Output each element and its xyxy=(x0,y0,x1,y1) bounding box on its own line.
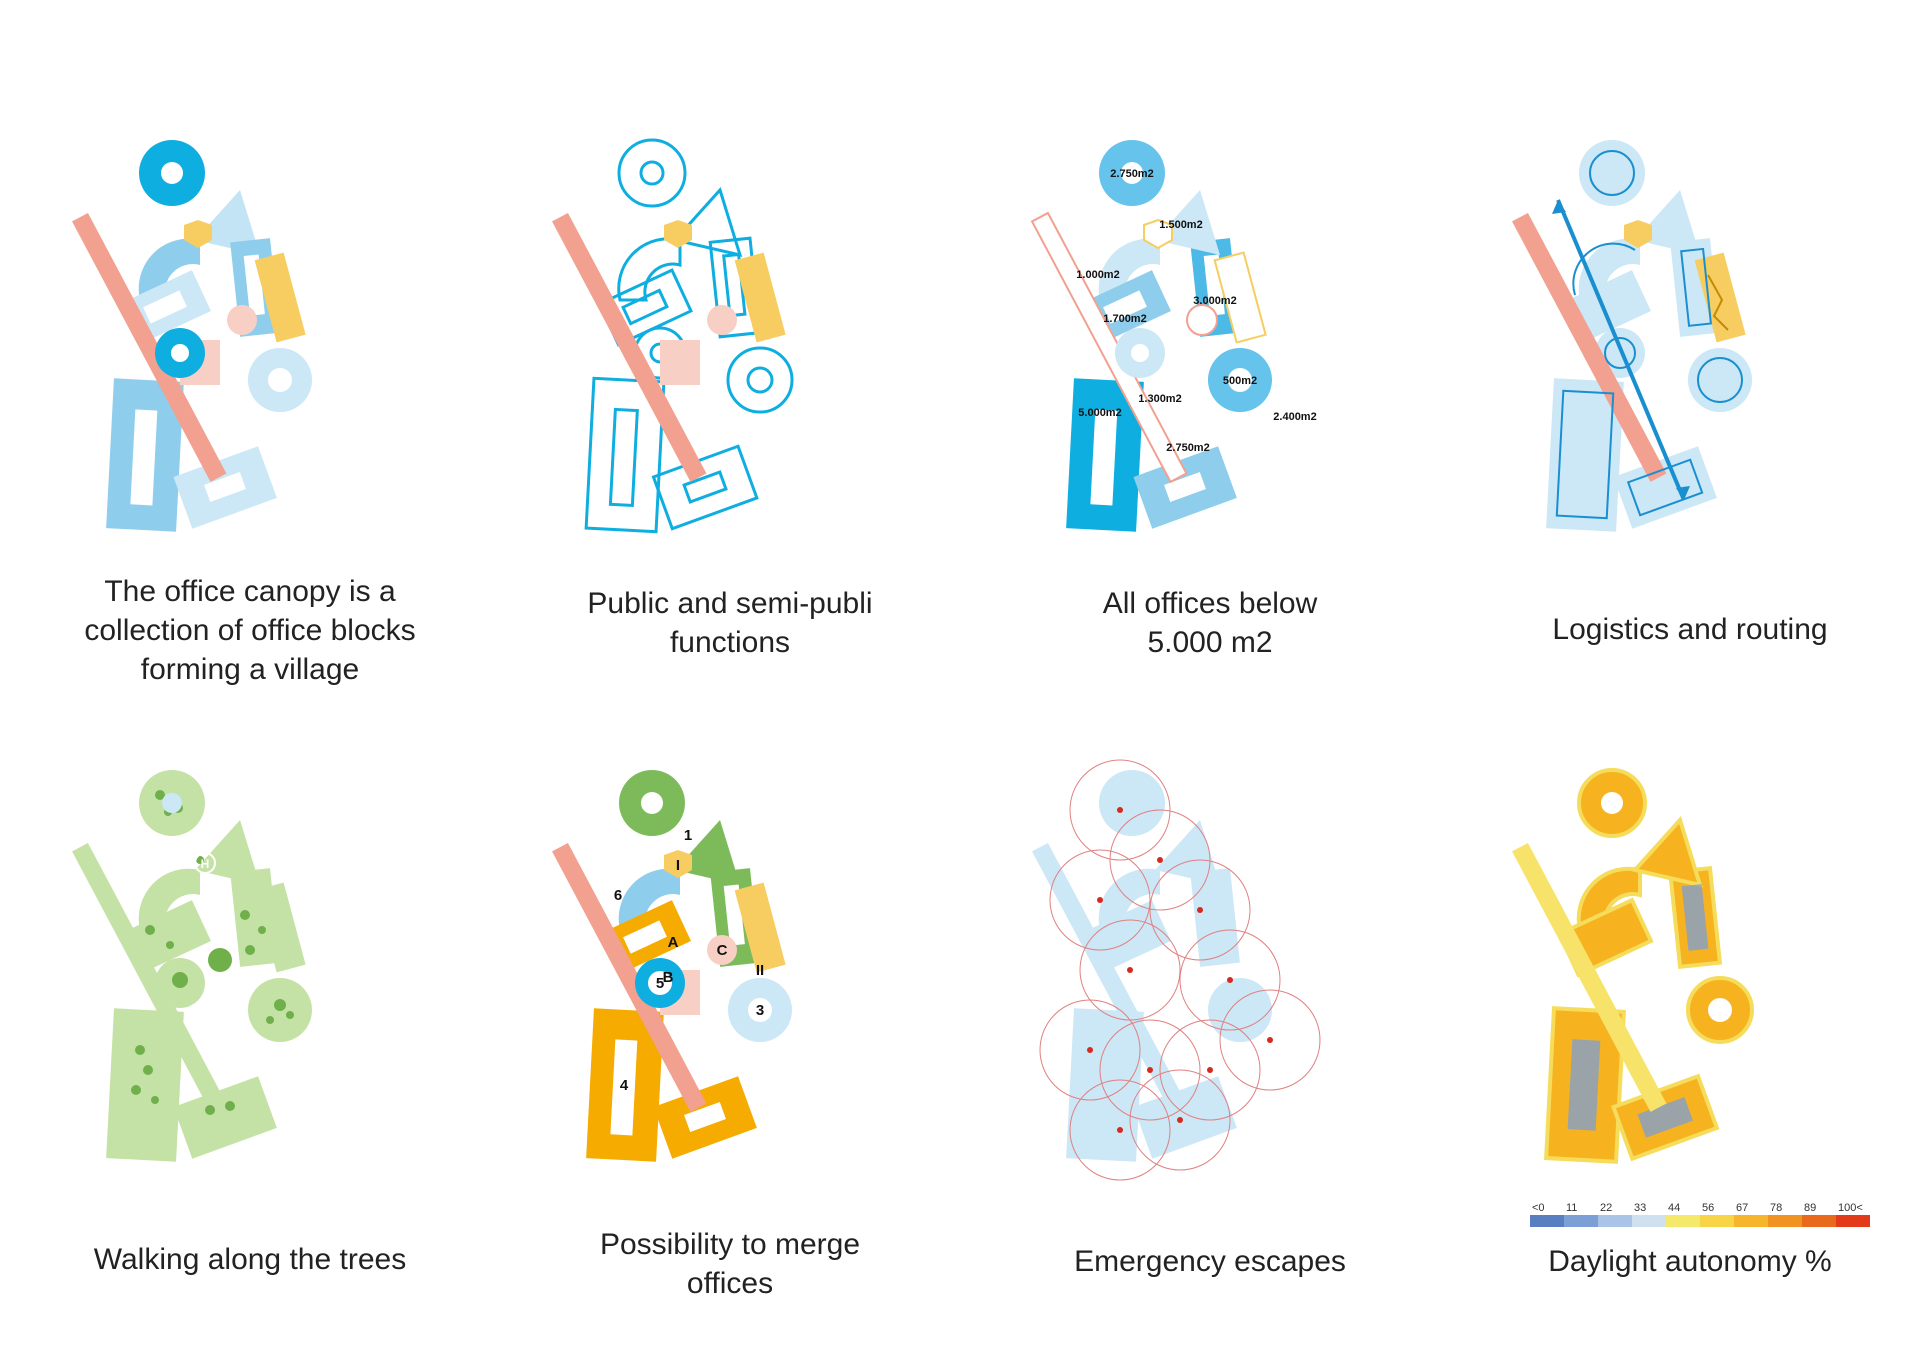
block-label: B xyxy=(663,969,674,986)
area-label: 1.300m2 xyxy=(1138,393,1181,405)
canopy-diagram xyxy=(72,140,312,532)
caption-line: All offices below xyxy=(1102,587,1318,620)
scale-swatch xyxy=(1598,1215,1632,1227)
area-label: 500m2 xyxy=(1223,375,1257,387)
caption-line: Emergency escapes xyxy=(1074,1245,1346,1278)
panel-office-areas: 2.750m2 1.500m2 1.000m2 3.000m2 1.700m2 … xyxy=(1030,120,1360,659)
daylight-scale-bar: <0 11 22 33 44 56 67 78 89 100< xyxy=(1530,1202,1870,1227)
scale-swatch xyxy=(1564,1215,1598,1227)
scale-tick-label: 22 xyxy=(1600,1202,1612,1214)
daylight-legend: <0 11 22 33 44 56 67 78 89 100< xyxy=(1530,1202,1870,1227)
block-label: 6 xyxy=(614,887,622,904)
area-label: 5.000m2 xyxy=(1078,407,1121,419)
scale-swatch xyxy=(1632,1215,1666,1227)
caption-public-functions: Public and semi-publi functions xyxy=(520,584,940,662)
scale-tick-label: 67 xyxy=(1736,1202,1748,1214)
scale-tick-label: 44 xyxy=(1668,1202,1680,1214)
area-label: 1.700m2 xyxy=(1103,313,1146,325)
caption-line: Daylight autonomy % xyxy=(1548,1245,1832,1278)
block-label: A xyxy=(668,934,679,951)
logistics-diagram xyxy=(1512,140,1752,532)
caption-line: Possibility to merge xyxy=(599,1228,861,1261)
block-label: 1 xyxy=(684,827,692,844)
scale-swatch xyxy=(1734,1215,1768,1227)
block-label: 5 xyxy=(656,975,664,992)
block-label: II xyxy=(756,962,764,979)
scale-tick-label: <0 xyxy=(1532,1202,1545,1214)
caption-office-areas: All offices below 5.000 m2 xyxy=(1000,584,1420,662)
daylight-diagram: <0 11 22 33 44 56 67 78 89 100< xyxy=(1512,768,1870,1227)
caption-logistics: Logistics and routing xyxy=(1480,610,1900,649)
scale-tick-label: 100< xyxy=(1838,1202,1863,1214)
caption-line: 5.000 m2 xyxy=(1147,626,1273,659)
area-label: 1.000m2 xyxy=(1076,269,1119,281)
caption-line: Walking along the trees xyxy=(93,1243,407,1276)
caption-emergency-escapes: Emergency escapes xyxy=(1000,1242,1420,1281)
panel-public-functions: Public and semi-publi functions xyxy=(552,120,880,659)
caption-line: The office canopy is a xyxy=(104,575,396,608)
caption-line: functions xyxy=(669,626,791,659)
helipad-icon: H xyxy=(201,857,210,871)
trees-diagram: H xyxy=(72,770,312,1162)
area-label: 3.000m2 xyxy=(1193,295,1236,307)
office-areas-diagram: 2.750m2 1.500m2 1.000m2 3.000m2 1.700m2 … xyxy=(1030,140,1317,532)
office-blocks xyxy=(72,140,312,532)
panel-office-canopy: The office canopy is a collection of off… xyxy=(72,120,416,686)
panel-emergency-escapes: Emergency escapes xyxy=(1032,750,1360,1278)
scale-swatch xyxy=(1530,1215,1564,1227)
panel-merge-offices: 1 I 6 A II B C 5 4 3 Possibility to merg… xyxy=(552,750,880,1300)
scale-tick-label: 78 xyxy=(1770,1202,1782,1214)
caption-line: forming a village xyxy=(140,653,360,686)
caption-daylight-autonomy: Daylight autonomy % xyxy=(1480,1242,1900,1281)
panel-daylight-autonomy: <0 11 22 33 44 56 67 78 89 100< Daylight autonomy… xyxy=(1512,750,1870,1278)
block-label: I xyxy=(676,857,680,874)
scale-swatch xyxy=(1802,1215,1836,1227)
scale-swatch xyxy=(1768,1215,1802,1227)
caption-line: Logistics and routing xyxy=(1552,613,1828,646)
scale-tick-label: 56 xyxy=(1702,1202,1714,1214)
area-label: 2.750m2 xyxy=(1110,168,1153,180)
scale-tick-label: 33 xyxy=(1634,1202,1646,1214)
merge-offices-diagram: 1 I 6 A II B C 5 4 3 xyxy=(552,770,792,1162)
block-label: C xyxy=(717,942,728,959)
area-label: 1.500m2 xyxy=(1159,219,1202,231)
area-label: 2.750m2 xyxy=(1166,442,1209,454)
scale-tick-label: 11 xyxy=(1566,1202,1577,1214)
caption-line: offices xyxy=(686,1267,774,1300)
area-labels: 2.750m2 1.500m2 1.000m2 3.000m2 1.700m2 … xyxy=(1076,168,1316,454)
caption-walking-trees: Walking along the trees xyxy=(40,1240,460,1279)
caption-merge-offices: Possibility to merge offices xyxy=(520,1225,940,1303)
block-label: 3 xyxy=(756,1002,764,1019)
panel-logistics: Logistics and routing xyxy=(1512,120,1840,646)
caption-office-canopy: The office canopy is a collection of off… xyxy=(40,572,460,689)
public-functions-diagram xyxy=(552,138,794,534)
area-label: 2.400m2 xyxy=(1273,411,1316,423)
panel-walking-trees: H Walking along the trees xyxy=(72,750,406,1276)
caption-line: collection of office blocks xyxy=(84,614,416,647)
scale-swatch xyxy=(1700,1215,1734,1227)
merge-labels: 1 I 6 A II B C 5 4 3 xyxy=(614,827,764,1094)
scale-tick-label: 89 xyxy=(1804,1202,1816,1214)
caption-line: Public and semi-publi xyxy=(587,587,873,620)
scale-swatch xyxy=(1666,1215,1700,1227)
block-label: 4 xyxy=(620,1077,629,1094)
scale-swatch xyxy=(1836,1215,1870,1227)
escapes-diagram xyxy=(1032,759,1321,1181)
